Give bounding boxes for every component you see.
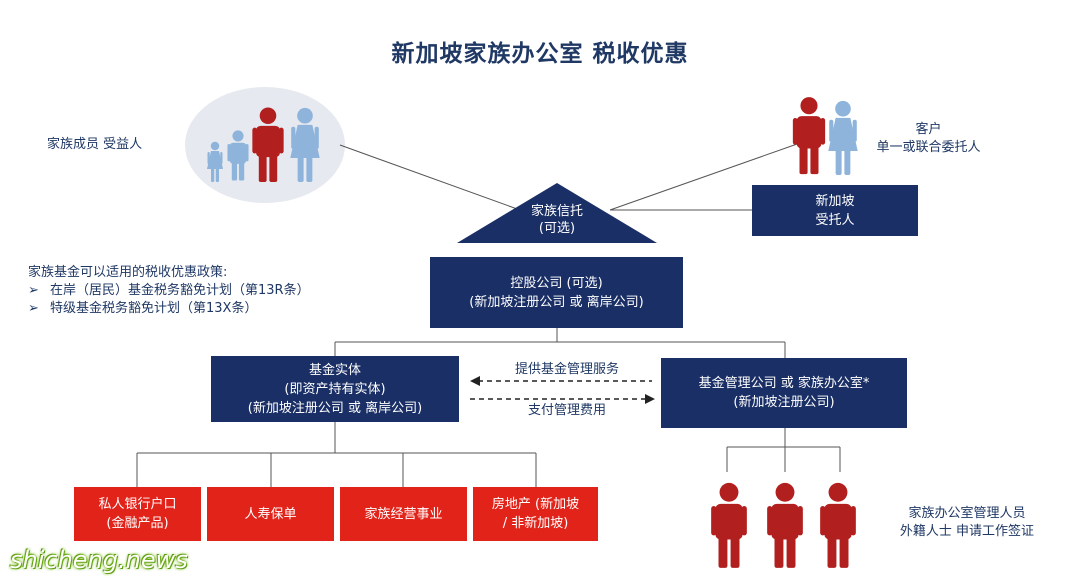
asset-line1: 私人银行户口	[98, 497, 177, 512]
client-label-line1: 客户	[915, 122, 942, 137]
fund-mgr-line2: (新加坡注册公司)	[733, 395, 835, 410]
service-flow-label: 提供基金管理服务	[514, 362, 619, 377]
asset-line1: 家族经营事业	[364, 506, 443, 522]
trustee-line1: 新加坡	[815, 193, 855, 209]
tax-policy-heading: 家族基金可以适用的税收优惠政策:	[28, 265, 228, 280]
trust-label: 家族信托 (可选)	[497, 203, 617, 237]
fee-flow-label: 支付管理费用	[527, 403, 606, 418]
client-woman-icon	[828, 100, 858, 175]
asset-line2: (金融产品)	[106, 516, 169, 531]
bullet-arrow-icon: ➢	[28, 301, 39, 316]
tax-policy-item-text: 特级基金税务豁免计划（第13X条）	[50, 301, 258, 316]
watermark: shicheng.news	[10, 546, 188, 574]
holding-line1: 控股公司 (可选)	[510, 275, 603, 291]
fund-entity-box: 基金实体 (即资产持有实体) (新加坡注册公司 或 离岸公司)	[211, 356, 459, 422]
tax-policy-block: 家族基金可以适用的税收优惠政策: ➢在岸（居民）基金税务豁免计划（第13R条） …	[28, 264, 388, 318]
trust-label-line1: 家族信托	[530, 204, 583, 219]
fund-entity-line3: (新加坡注册公司 或 离岸公司)	[247, 400, 423, 416]
staff-label: 家族办公室管理人员 外籍人士 申请工作签证	[882, 505, 1052, 541]
asset-box-real-estate: 房地产 (新加坡 / 非新加坡)	[473, 487, 598, 541]
tax-policy-item-text: 在岸（居民）基金税务豁免计划（第13R条）	[50, 283, 310, 298]
tax-policy-item: ➢ 特级基金税务豁免计划（第13X条）	[28, 300, 388, 318]
fee-arrow-head	[645, 394, 655, 404]
tax-policy-item: ➢ 在岸（居民）基金税务豁免计划（第13R条）	[28, 282, 388, 300]
family-label: 家族成员 受益人	[47, 137, 143, 152]
staff-label-line2: 外籍人士 申请工作签证	[899, 524, 1035, 539]
staff-3-icon	[820, 482, 856, 568]
bullet-arrow-icon: ➢	[28, 283, 39, 298]
client-to-trust-line	[609, 142, 801, 211]
service-arrow-head	[470, 376, 480, 386]
asset-line1: 人寿保单	[244, 506, 297, 522]
asset-box-insurance: 人寿保单	[207, 487, 334, 541]
fund-entity-line1: 基金实体	[308, 362, 361, 378]
client-label-line2: 单一或联合委托人	[876, 140, 981, 155]
asset-line1: 房地产 (新加坡	[491, 497, 580, 512]
family-to-trust-line	[339, 144, 521, 211]
staff-label-line1: 家族办公室管理人员	[908, 506, 1026, 521]
staff-2-icon	[767, 482, 803, 568]
trust-triangle	[457, 183, 657, 243]
holding-company-box: 控股公司 (可选) (新加坡注册公司 或 离岸公司)	[430, 257, 683, 328]
client-label: 客户 单一或联合委托人	[866, 121, 991, 157]
fund-entity-line2: (即资产持有实体)	[284, 381, 386, 397]
trustee-box: 新加坡 受托人	[752, 185, 918, 236]
staff-1-icon	[711, 482, 747, 568]
fund-manager-box: 基金管理公司 或 家族办公室* (新加坡注册公司)	[661, 358, 907, 428]
page-title: 新加坡家族办公室 税收优惠	[391, 41, 689, 67]
asset-box-bank: 私人银行户口 (金融产品)	[74, 487, 201, 541]
trustee-line2: 受托人	[815, 212, 855, 228]
fund-mgr-line1: 基金管理公司 或 家族办公室*	[698, 376, 870, 391]
client-man-icon	[792, 97, 826, 175]
asset-line2: / 非新加坡)	[502, 516, 569, 531]
asset-box-business: 家族经营事业	[340, 487, 467, 541]
trust-label-line2: (可选)	[538, 221, 576, 236]
holding-line2: (新加坡注册公司 或 离岸公司)	[469, 294, 644, 310]
